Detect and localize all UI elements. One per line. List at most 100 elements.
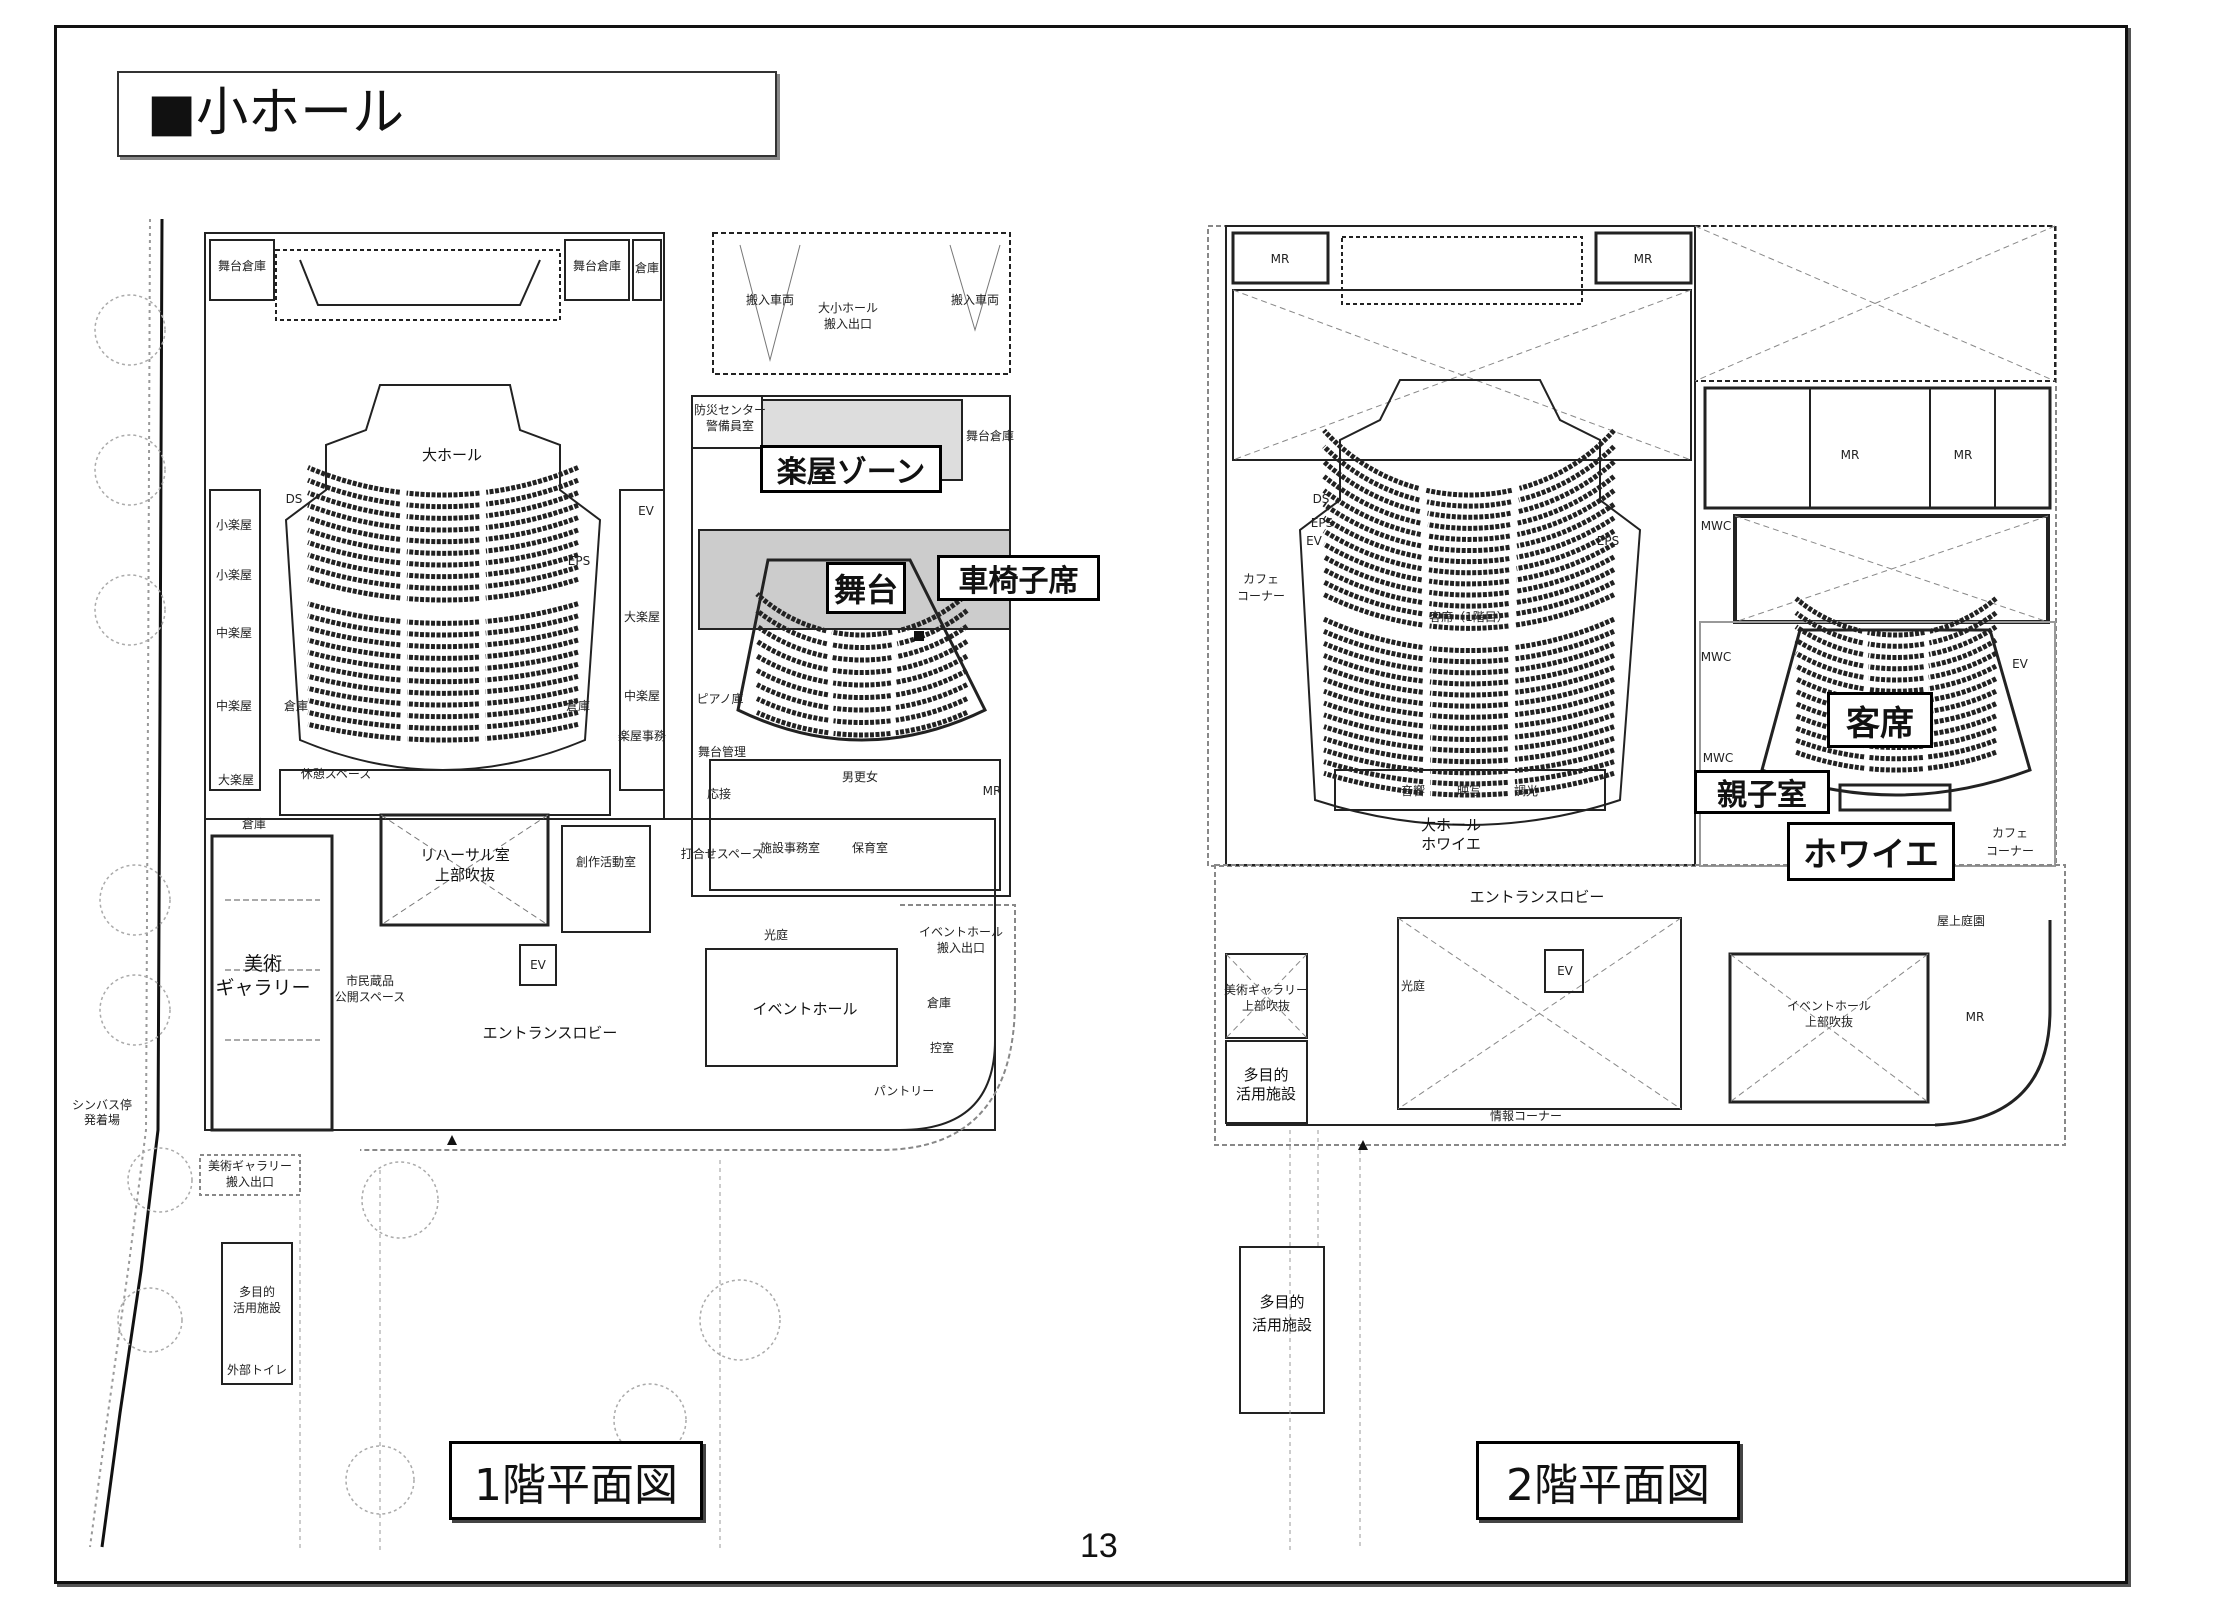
seat-row <box>1928 610 1998 646</box>
seat-row <box>1514 700 1615 729</box>
seat-row <box>307 685 401 706</box>
seat-row <box>1794 651 1864 680</box>
art-gallery-void <box>1225 953 1308 1039</box>
seat-row <box>1429 735 1509 742</box>
seat-row <box>755 608 828 647</box>
room-label: 屋上庭園 <box>1937 913 1985 928</box>
seat-row <box>1927 737 1997 760</box>
seat-row <box>485 601 579 624</box>
room-label: ホワイエ <box>1421 835 1481 853</box>
seat-row <box>485 527 579 554</box>
room-label: 応接 <box>707 786 731 801</box>
seat-row <box>1323 747 1424 774</box>
room-label: 保育室 <box>852 840 888 855</box>
section-title: ■小ホール <box>147 83 405 143</box>
seat-row <box>485 709 579 730</box>
seat-row <box>485 540 579 566</box>
seat-row <box>832 655 892 663</box>
room-label: 施設事務室 <box>760 840 820 855</box>
seat-row <box>1867 641 1925 649</box>
seat-row <box>307 649 401 671</box>
seat-row <box>1322 579 1423 617</box>
seat-row <box>832 693 892 700</box>
seat-row <box>1429 679 1509 687</box>
seat-row <box>1322 515 1422 560</box>
room-label: 防災センター <box>694 402 766 417</box>
seat-row <box>1927 701 1998 726</box>
seat-row <box>307 552 401 577</box>
seat-row <box>1927 713 1997 737</box>
callout-wheelchair-seats: 車椅子席 <box>937 555 1100 601</box>
seat-row <box>485 697 579 718</box>
room-label: EV <box>530 958 547 972</box>
seat-row <box>406 514 480 521</box>
seat-row <box>896 608 969 647</box>
seat-row <box>1322 488 1422 537</box>
room-label: イベントホール <box>919 925 1003 939</box>
seat-row <box>1795 737 1865 760</box>
callout-stage: 舞台 <box>826 562 906 614</box>
room-label: ピアノ庫 <box>697 692 744 706</box>
seat-row <box>1515 629 1616 662</box>
seat-row <box>485 576 579 601</box>
railway-line <box>100 218 164 1548</box>
seat-row <box>1518 428 1616 491</box>
room-label: EPS <box>568 554 590 568</box>
room-label: 活用施設 <box>233 1300 281 1315</box>
seat-row <box>896 624 969 660</box>
room-label: 中楽屋 <box>216 625 252 640</box>
seat-row <box>1928 637 1998 669</box>
seat-row <box>307 502 401 531</box>
seat-row <box>1795 749 1865 771</box>
room-label: イベントホール <box>752 1000 857 1018</box>
seat-row <box>1429 690 1509 698</box>
room-label: 搬入出口 <box>824 316 872 331</box>
lobby-void <box>1397 917 1682 1110</box>
seat-row <box>1428 567 1510 576</box>
seat-row <box>1323 770 1424 796</box>
seat-row <box>485 721 579 741</box>
seat-row <box>1430 757 1508 765</box>
seat-row <box>1868 675 1924 683</box>
seat-row <box>307 527 401 554</box>
room-label: 映写 <box>1457 784 1481 798</box>
seat-row <box>1430 790 1508 798</box>
seat-row <box>1514 724 1615 751</box>
room-label: 光庭 <box>764 927 788 942</box>
entrance-marker-icon <box>1358 1140 1368 1150</box>
room-label: 上部吹抜 <box>1242 998 1290 1013</box>
seat-row <box>406 525 480 533</box>
seat-row <box>307 673 401 695</box>
room-label: 公開スペース <box>335 990 406 1004</box>
seat-row <box>1429 668 1509 676</box>
seat-row <box>1868 664 1924 672</box>
seat-row <box>406 701 480 708</box>
seat-row <box>1428 589 1510 598</box>
room-label: 多目的 <box>1259 1293 1304 1311</box>
seat-row <box>1514 688 1615 718</box>
seat-row <box>1323 665 1424 695</box>
room-label: 上部吹抜 <box>1805 1014 1853 1029</box>
seat-row <box>831 629 893 638</box>
seat-row <box>407 724 479 731</box>
room-label: 美術ギャラリー <box>208 1159 292 1173</box>
room-label: EPS <box>1597 534 1619 548</box>
seat-row <box>755 668 829 698</box>
room-label: 搬入出口 <box>937 940 985 955</box>
room-label: EV <box>638 504 655 518</box>
room-label: MR <box>1634 252 1653 266</box>
seat-row <box>1514 759 1615 785</box>
seat-row <box>1428 556 1510 565</box>
room-label: イベントホール <box>1787 999 1871 1013</box>
seat-row <box>1868 754 1924 762</box>
seat-row <box>1868 766 1924 773</box>
room-label: 打合せスペース <box>681 846 764 861</box>
seat-row <box>1514 747 1615 774</box>
seat-row <box>307 540 401 566</box>
room-label: 創作活動室 <box>576 854 636 869</box>
callout-audience-seats: 客席 <box>1827 692 1933 748</box>
seat-row <box>1323 724 1424 751</box>
seat-row <box>1514 735 1615 762</box>
room-label: 活用施設 <box>1252 1316 1312 1334</box>
seat-row <box>1516 502 1616 549</box>
